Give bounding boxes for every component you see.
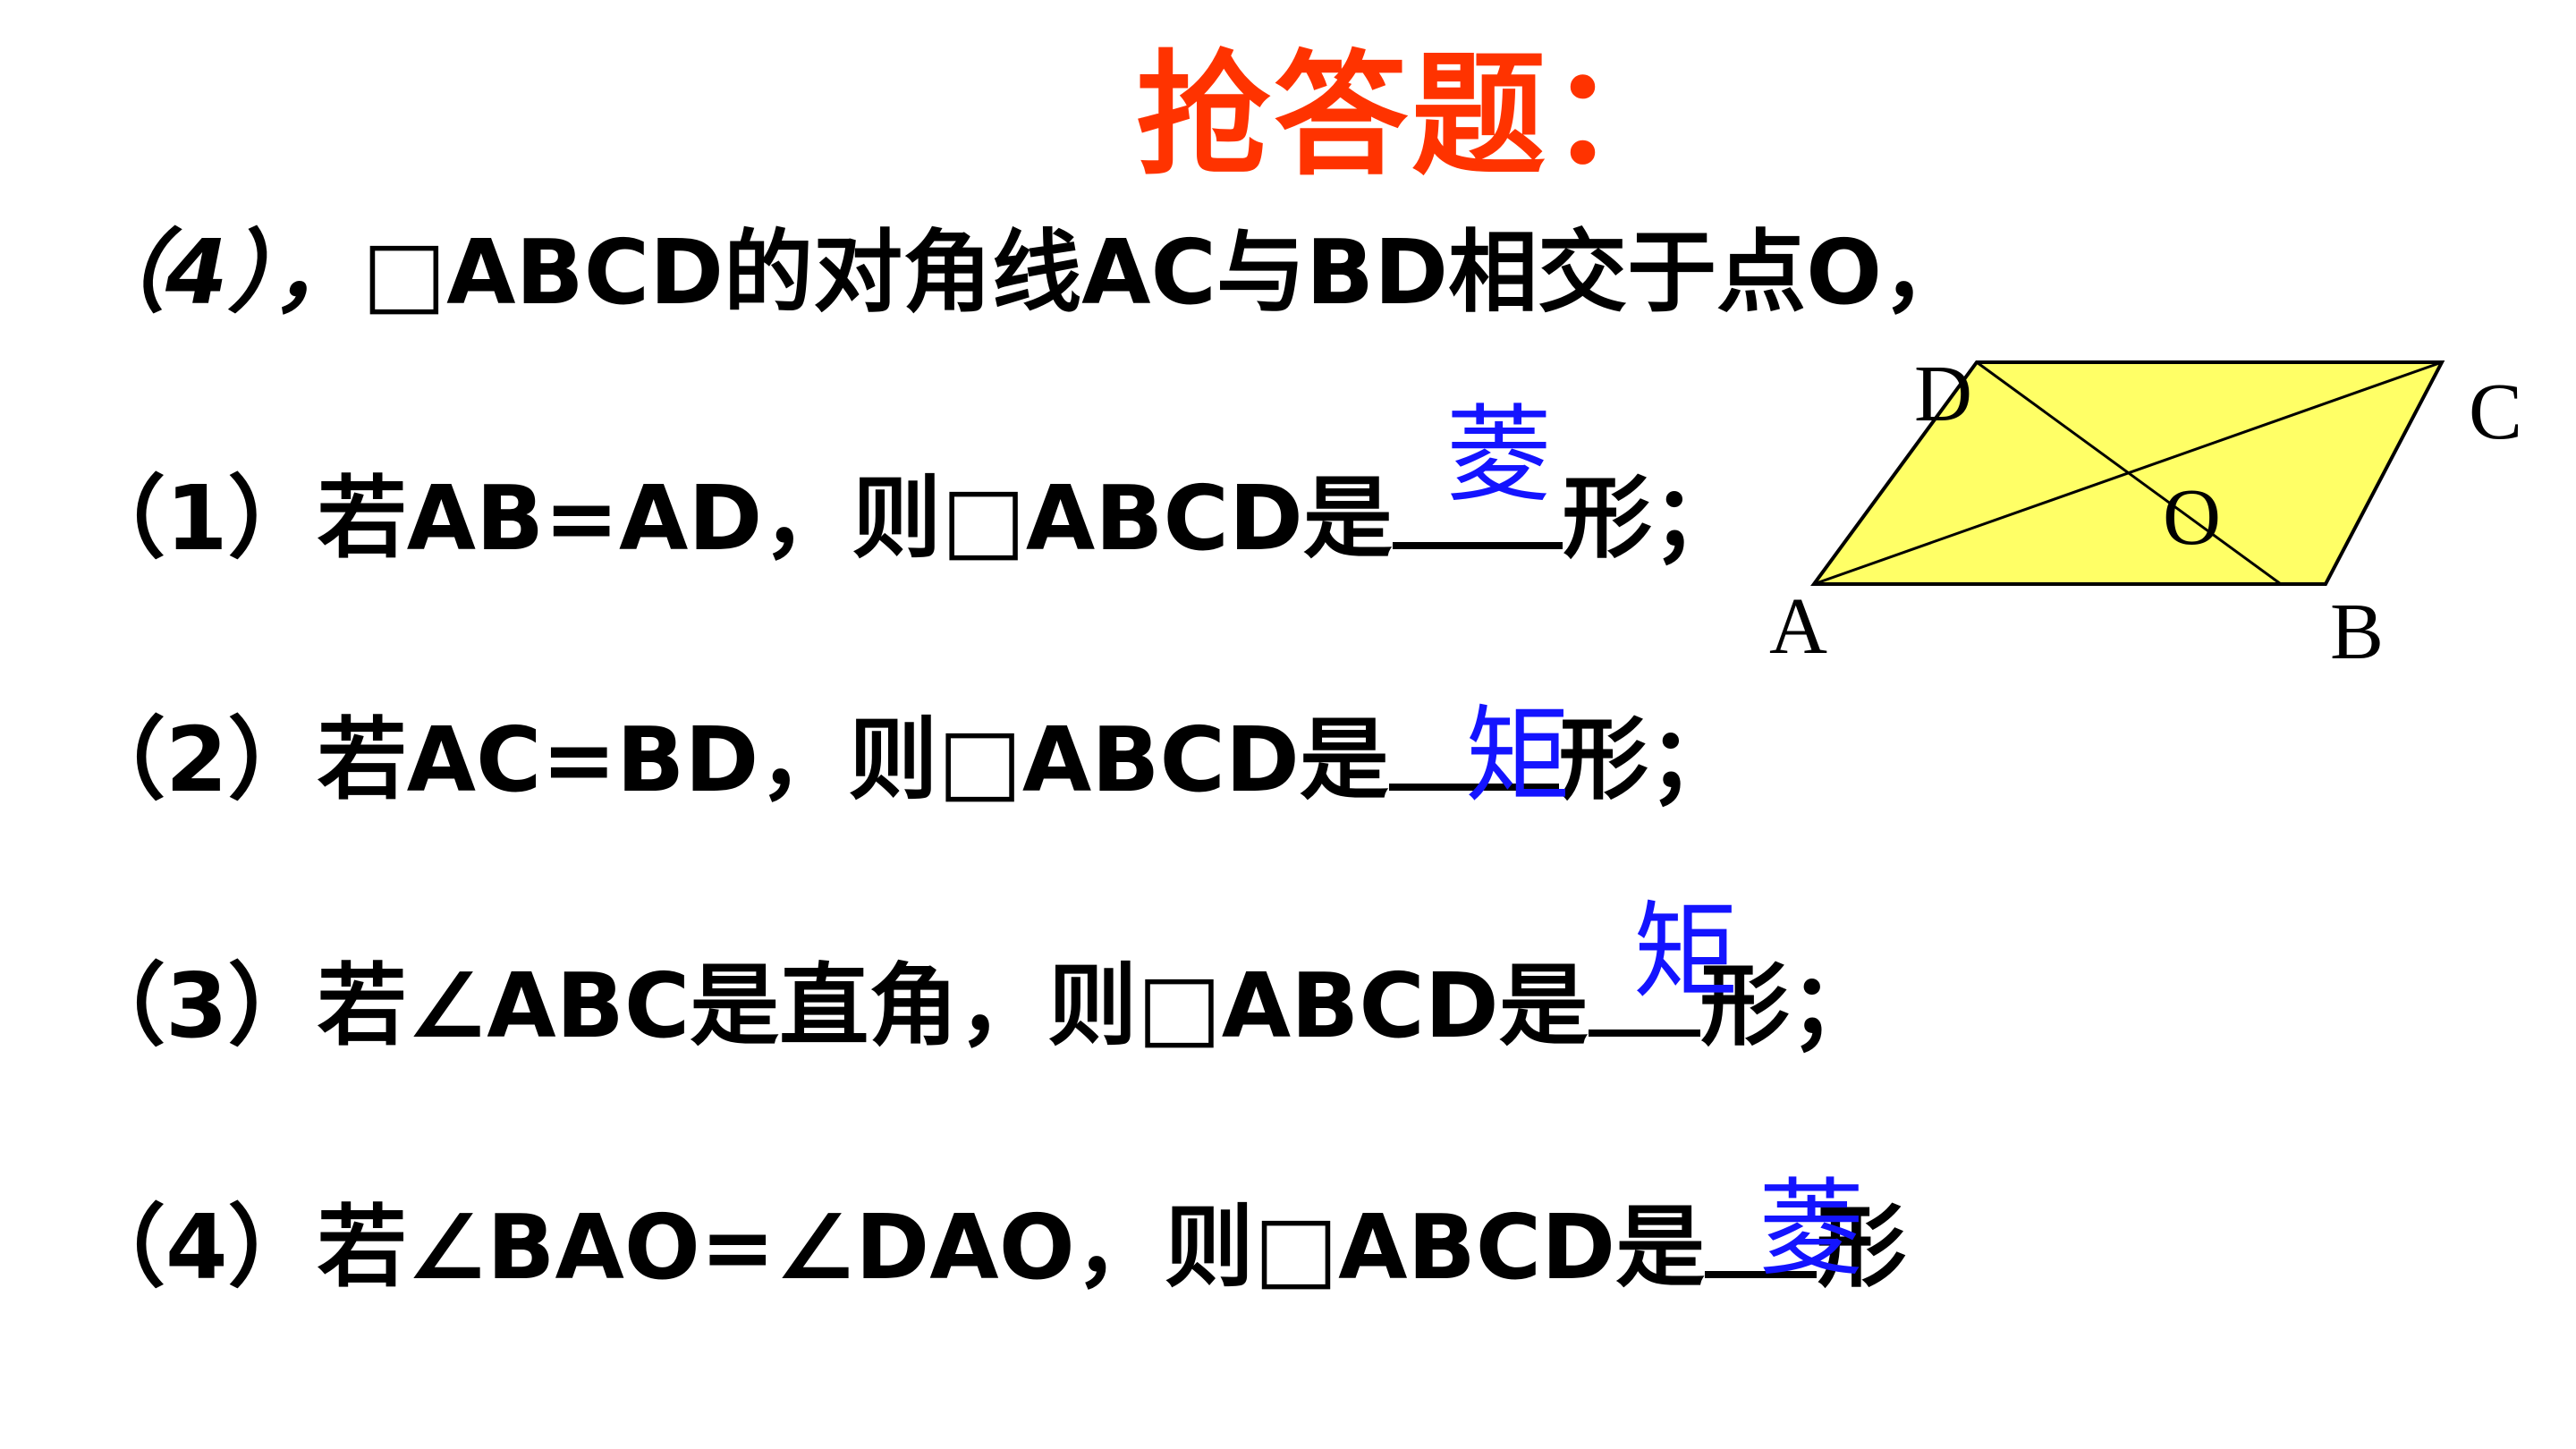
parallelogram-figure: D C O A B — [1769, 350, 2522, 676]
question-2-text: （2）若AC=BD，则□ABCD是 — [76, 708, 1389, 812]
diagonal-bd — [1976, 360, 2282, 586]
question-1-suffix: 形； — [1562, 466, 1741, 571]
label-o: O — [2163, 473, 2221, 562]
question-4-text: （4）若∠BAO=∠DAO，则□ABCD是 — [76, 1195, 1706, 1300]
question-4-suffix: 形 — [1817, 1195, 1907, 1300]
question-2: （2）若AC=BD，则□ABCD是矩形； — [76, 703, 1738, 809]
answer-2: 矩 — [1464, 694, 1571, 818]
question-3: （3）若∠ABC是直角，则□ABCD是矩形； — [76, 899, 1879, 1051]
slide-title: 抢答题： — [1136, 38, 1688, 194]
answer-blank-3: 矩 — [1588, 899, 1739, 1037]
label-c: C — [2469, 368, 2522, 456]
problem-number: （4）， — [76, 220, 362, 325]
question-3-text: （3）若∠ABC是直角，则□ABCD是 — [76, 953, 1589, 1058]
label-a: A — [1769, 582, 1827, 671]
answer-blank-4: 菱 — [1705, 1176, 1864, 1282]
question-1: （1）若AB=AD，则□ABCD是菱形； — [76, 402, 1741, 564]
question-4: （4）若∠BAO=∠DAO，则□ABCD是菱形 — [76, 1176, 1906, 1292]
answer-blank-1: 菱 — [1392, 402, 1563, 549]
label-d: D — [1914, 350, 1972, 438]
answer-1: 菱 — [1445, 394, 1552, 517]
problem-statement: （4），□ABCD的对角线AC与BD相交于点O， — [76, 228, 1971, 318]
problem-text: □ABCD的对角线AC与BD相交于点O， — [361, 220, 1972, 325]
answer-3: 矩 — [1632, 890, 1739, 1013]
question-2-suffix: 形； — [1558, 708, 1738, 812]
question-1-text: （1）若AB=AD，则□ABCD是 — [76, 466, 1393, 571]
answer-blank-2: 矩 — [1388, 703, 1571, 809]
label-b: B — [2330, 588, 2384, 676]
answer-4: 菱 — [1758, 1167, 1865, 1291]
question-3-suffix: 形； — [1699, 953, 1879, 1058]
